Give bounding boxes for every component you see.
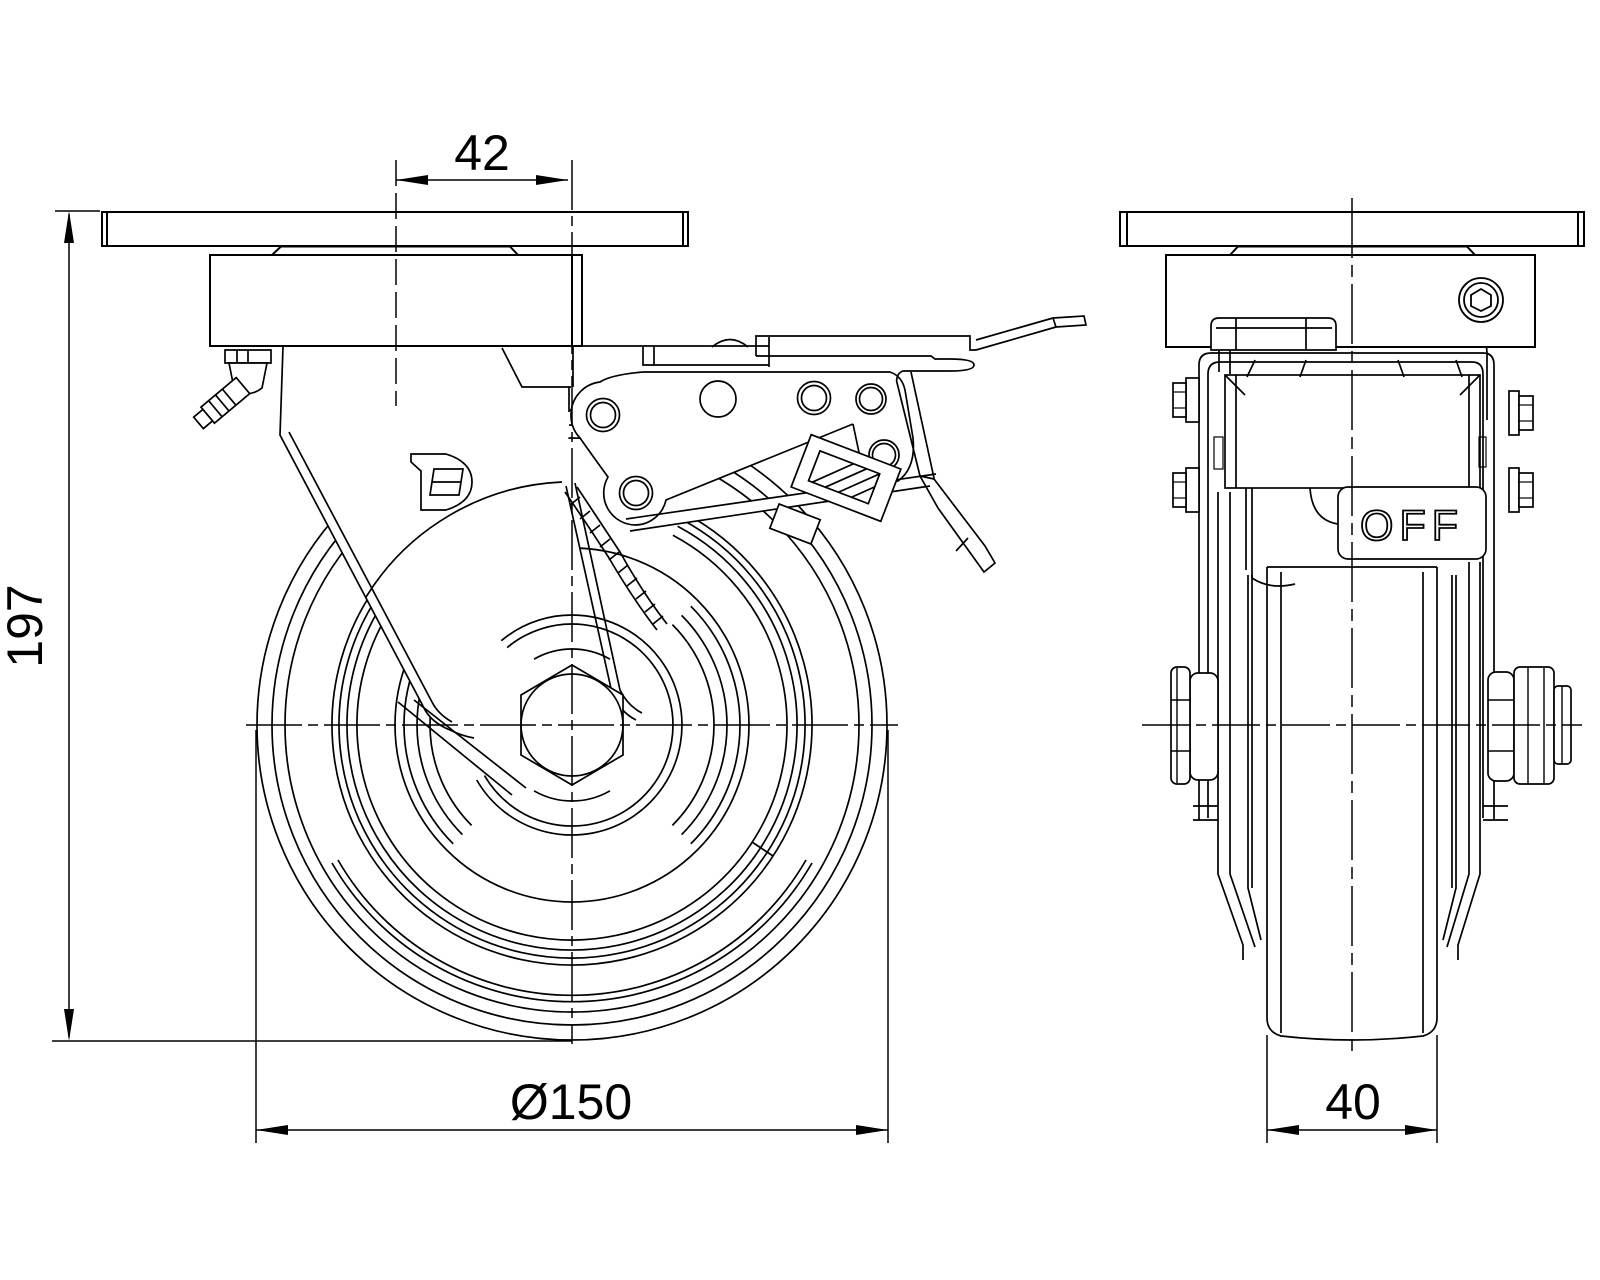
svg-text:Ø150: Ø150 — [510, 1074, 632, 1130]
svg-text:42: 42 — [454, 125, 510, 181]
svg-text:197: 197 — [0, 584, 53, 667]
svg-text:OFF: OFF — [1360, 502, 1464, 550]
svg-text:40: 40 — [1325, 1074, 1381, 1130]
